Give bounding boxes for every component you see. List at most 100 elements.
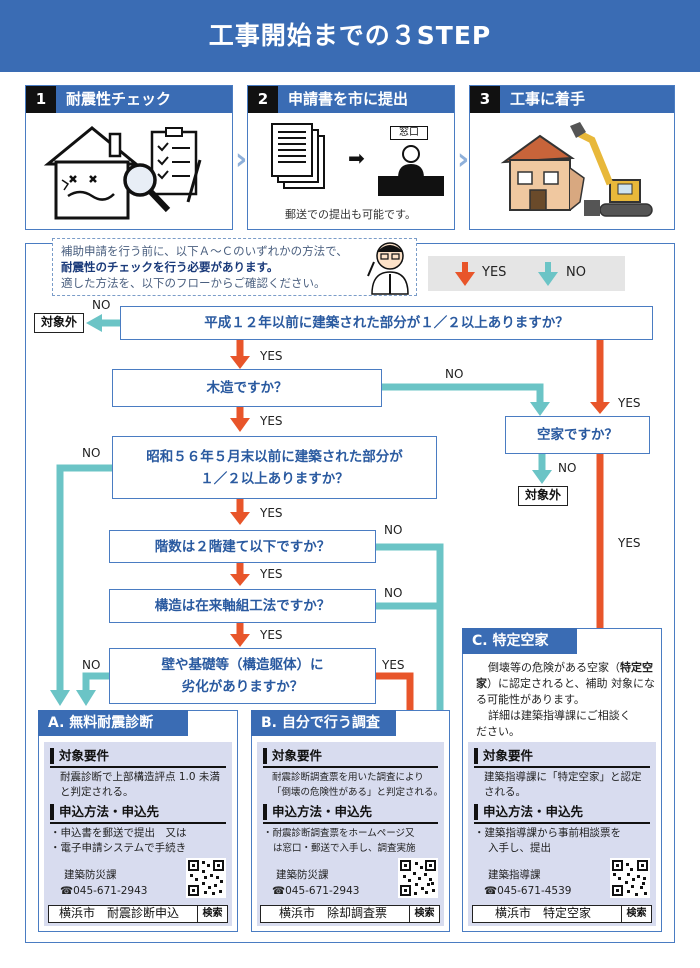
panel-c-intro-1: 倒壊等の危険がある空家（ bbox=[488, 661, 620, 674]
q1-no-label: NO bbox=[92, 298, 111, 312]
panel-c-intro-3: 対象になる可能性があります。 bbox=[476, 677, 656, 706]
panel-b-search-box[interactable]: 横浜市 除却調査票 検索 bbox=[260, 905, 440, 923]
q6-yes-label: YES bbox=[382, 658, 405, 672]
excluded-tag-right: 対象外 bbox=[518, 486, 568, 506]
panel-a-search-text: 横浜市 耐震診断申込 bbox=[59, 906, 180, 920]
panel-b-search-button[interactable]: 検索 bbox=[409, 906, 439, 922]
step-1-title: 耐震性チェック bbox=[66, 90, 172, 108]
panel-a-search-box[interactable]: 横浜市 耐震診断申込 検索 bbox=[48, 905, 228, 923]
q7-no-label: NO bbox=[558, 461, 577, 475]
panel-b-app-2: は窓口・郵送で入手し、調査実施 bbox=[273, 843, 416, 854]
question-conventional-frame: 構造は在来軸組工法ですか？ bbox=[109, 589, 376, 623]
question-built-before-s56: 昭和５６年５月末以前に建築された部分が １／２以上ありますか？ bbox=[112, 436, 437, 499]
legend-yes-label: YES bbox=[482, 265, 507, 280]
panel-b-req-rule bbox=[263, 766, 438, 768]
panel-c-dept: 建築指導課 bbox=[488, 869, 541, 881]
step-2-title: 申請書を市に提出 bbox=[288, 90, 409, 108]
panel-c-req-1: 建築指導課に「特定空家」と認定 bbox=[484, 771, 642, 783]
note-line-2: 耐震性のチェックを行う必要があります。 bbox=[61, 259, 408, 275]
no-paths bbox=[56, 319, 546, 710]
panel-c-intro: 倒壊等の危険がある空家（特定空家）に認定されると、補助 対象になる可能性がありま… bbox=[476, 660, 656, 740]
note-line-2-bold: 耐震性のチェックを行う必要があります。 bbox=[61, 260, 279, 274]
documents-icon bbox=[271, 123, 325, 189]
q3-no-label: NO bbox=[82, 446, 101, 460]
panel-b-title: B. 自分で行う調査 bbox=[251, 710, 396, 736]
note-line-1: 補助申請を行う前に、以下Ａ～Ｃのいずれかの方法で、 bbox=[61, 244, 348, 258]
panel-c-title: C. 特定空家 bbox=[462, 628, 577, 654]
q6-line-1: 壁や基礎等（構造躯体）に bbox=[161, 657, 324, 673]
panel-c-search-text: 横浜市 特定空家 bbox=[495, 906, 592, 920]
q4-no-label: NO bbox=[384, 523, 403, 537]
panel-c-req-2: される。 bbox=[484, 786, 526, 798]
step-2-number: 2 bbox=[248, 86, 278, 113]
step-3-card: 3 工事に着手 bbox=[469, 85, 675, 230]
panel-c-req-rule bbox=[474, 766, 650, 768]
panel-c-app-heading: 申込方法・申込先 bbox=[474, 804, 583, 820]
q2-yes-label: YES bbox=[260, 414, 283, 428]
question-deterioration: 壁や基礎等（構造躯体）に 劣化がありますか？ bbox=[109, 648, 376, 704]
panel-b-app-heading: 申込方法・申込先 bbox=[263, 804, 372, 820]
q6-no-label: NO bbox=[82, 658, 101, 672]
legend-no-label: NO bbox=[566, 265, 586, 280]
panel-c-intro-2: ）に認定されると、補助 bbox=[487, 677, 608, 690]
panel-a-dept: 建築防災課 bbox=[64, 869, 117, 881]
panel-c-search-box[interactable]: 横浜市 特定空家 検索 bbox=[472, 905, 652, 923]
question-wooden: 木造ですか？ bbox=[112, 369, 382, 407]
question-built-before-h12: 平成１２年以前に建築された部分が１／２以上ありますか？ bbox=[120, 306, 653, 340]
excluded-tag-left: 対象外 bbox=[34, 313, 84, 333]
q3-yes-label: YES bbox=[260, 506, 283, 520]
q3-line-1: 昭和５６年５月末以前に建築された部分が bbox=[146, 448, 403, 465]
q1-yes-right-label: YES bbox=[618, 396, 641, 410]
panel-b-app-1: ・耐震診断調査票をホームページ又 bbox=[263, 828, 415, 839]
step-2-header: 2 申請書を市に提出 bbox=[248, 86, 454, 113]
question-vacant-house: 空家ですか？ bbox=[505, 416, 650, 454]
arrow-right-icon: ➡ bbox=[348, 146, 365, 170]
panel-b-qr-code bbox=[398, 858, 438, 898]
panel-b-req-2: 「倒壊の危険性がある」と判定される。 bbox=[272, 787, 444, 798]
panel-c-intro-5: ださい。 bbox=[476, 725, 520, 738]
panel-a-app-2: ・電子申請システムで手続き bbox=[50, 842, 187, 854]
instruction-note: 補助申請を行う前に、以下Ａ～Ｃのいずれかの方法で、 耐震性のチェックを行う必要が… bbox=[52, 238, 417, 296]
q5-yes-label: YES bbox=[260, 628, 283, 642]
q5-no-label: NO bbox=[384, 586, 403, 600]
panel-c-app-2: 入手し、提出 bbox=[488, 842, 551, 854]
step-2-card: 2 申請書を市に提出 ➡ 窓口 郵送での提出も可能です。 bbox=[247, 85, 455, 230]
legend-no-arrow-icon bbox=[538, 262, 558, 286]
step-2-caption: 郵送での提出も可能です。 bbox=[285, 208, 416, 221]
panel-c-tel: ☎045-671-4539 bbox=[484, 885, 572, 897]
panel-c-qr-code bbox=[610, 858, 650, 898]
panel-a-req-1: 耐震診断で上部構造評点 1.0 未満 bbox=[60, 771, 220, 783]
panel-c-app-rule bbox=[474, 822, 650, 824]
panel-b-req-heading: 対象要件 bbox=[263, 748, 322, 764]
step-3-number: 3 bbox=[470, 86, 500, 113]
panel-a-tel: ☎045-671-2943 bbox=[60, 885, 148, 897]
q2-no-label: NO bbox=[445, 367, 464, 381]
q1-yes-label: YES bbox=[260, 349, 283, 363]
panel-a-search-button[interactable]: 検索 bbox=[197, 906, 227, 922]
panel-c-app-1: ・建築指導課から事前相談票を bbox=[474, 827, 621, 839]
header-band bbox=[0, 0, 700, 72]
page-title: 工事開始までの３STEP bbox=[208, 21, 492, 50]
q6-line-2: 劣化がありますか？ bbox=[181, 679, 304, 695]
yes-paths bbox=[236, 340, 604, 712]
cracked-house-magnifier-illustration bbox=[43, 126, 202, 220]
q4-yes-label: YES bbox=[260, 567, 283, 581]
note-line-3: 適した方法を、以下のフローからご確認ください。 bbox=[61, 276, 326, 290]
step-3-header: 3 工事に着手 bbox=[470, 86, 674, 113]
step-1-number: 1 bbox=[26, 86, 56, 113]
question-two-floors: 階数は２階建て以下ですか？ bbox=[109, 530, 376, 563]
inspector-character-illustration bbox=[367, 242, 409, 295]
panel-b-dept: 建築防災課 bbox=[276, 869, 329, 881]
panel-b-search-text: 横浜市 除却調査票 bbox=[279, 906, 388, 920]
panel-c-intro-bold: 特定空家 bbox=[476, 661, 653, 690]
panel-a-req-heading: 対象要件 bbox=[50, 748, 109, 764]
panel-c-search-button[interactable]: 検索 bbox=[621, 906, 651, 922]
step-arrow-2: › bbox=[457, 142, 470, 177]
panel-b-tel: ☎045-671-2943 bbox=[272, 885, 360, 897]
panel-b-req-1: 耐震診断調査票を用いた調査により bbox=[272, 772, 424, 783]
step-1-header: 1 耐震性チェック bbox=[26, 86, 232, 113]
panel-a-app-heading: 申込方法・申込先 bbox=[50, 804, 159, 820]
panel-b-app-rule bbox=[263, 822, 438, 824]
panel-a-title: A. 無料耐震診断 bbox=[38, 710, 188, 736]
panel-c-intro-4: 詳細は建築指導課にご相談く bbox=[488, 709, 631, 722]
